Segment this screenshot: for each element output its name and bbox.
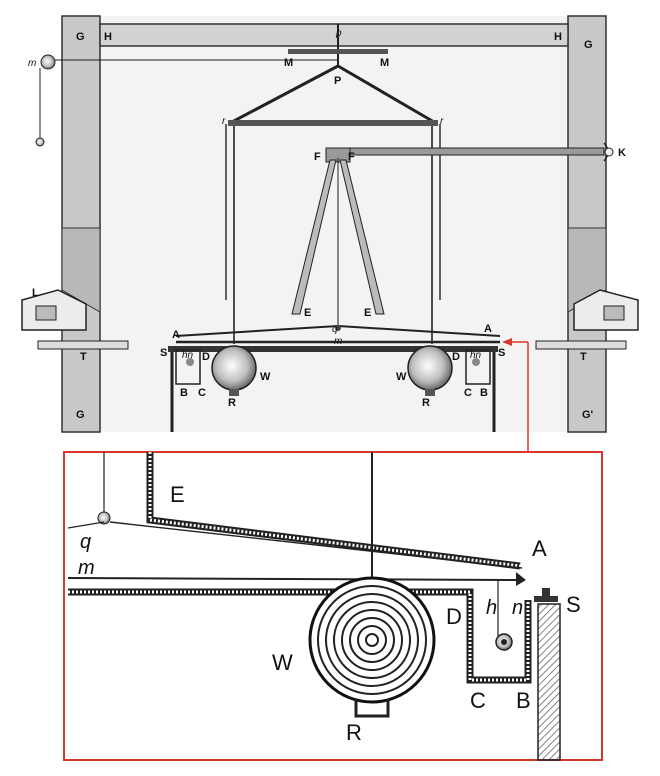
inset-label-n: n	[512, 597, 523, 619]
label-E-right: E	[364, 307, 371, 319]
label-r-left: r	[222, 116, 226, 127]
left-pillar	[61, 15, 101, 433]
label-L: L	[32, 287, 39, 299]
label-S-right: S	[498, 347, 505, 359]
label-q: q	[332, 324, 338, 335]
inset-detail: E q m A h n S D W C B R	[63, 451, 603, 761]
inset-label-h: h	[486, 597, 497, 619]
label-P: P	[334, 75, 341, 87]
label-G-tr: G	[584, 39, 593, 51]
label-A-right: A	[484, 323, 492, 335]
label-G-tl: G	[76, 31, 85, 43]
inset-label-A: A	[532, 536, 547, 561]
label-E-left: E	[304, 307, 311, 319]
callout-connector	[502, 338, 529, 452]
inset-ball-W	[308, 576, 436, 704]
top-beam	[99, 23, 569, 47]
inset-labels: E q m A h n S D W C B R	[78, 482, 581, 745]
label-A-left: A	[172, 329, 180, 341]
label-H-right: H	[554, 31, 562, 43]
label-m-beam: m	[334, 336, 342, 347]
label-F-left: F	[314, 151, 321, 163]
counterweight-m	[40, 54, 56, 70]
inset-label-B: B	[516, 688, 531, 713]
ball-W-right	[407, 345, 453, 391]
rod-to-K	[349, 147, 605, 156]
label-C-left: C	[198, 387, 206, 399]
label-S-left: S	[160, 347, 167, 359]
label-G-br: G'	[582, 409, 594, 421]
label-D-right: D	[452, 351, 460, 363]
inset-frame	[63, 451, 603, 761]
ball-W-left	[211, 345, 257, 391]
label-W-left: W	[260, 371, 271, 383]
right-pillar	[567, 15, 607, 433]
inset-label-E: E	[170, 482, 185, 507]
label-F-right: F	[348, 151, 355, 163]
inset-label-R: R	[346, 720, 362, 745]
label-T-left: T	[80, 351, 87, 363]
upper-labels: G H p H G m M M P r r F F K L E E A A q …	[28, 28, 626, 421]
inset-label-D: D	[446, 604, 462, 629]
tray-T-left	[37, 340, 129, 350]
label-r-right: r	[440, 116, 444, 127]
label-C-right: C	[464, 387, 472, 399]
inset-label-C: C	[470, 688, 486, 713]
hatched-wall	[537, 603, 561, 761]
label-R-right: R	[422, 397, 430, 409]
label-M-right: M	[380, 57, 389, 69]
label-hn-right: hn	[470, 350, 482, 361]
label-B-right: B	[480, 387, 488, 399]
label-M-left: M	[284, 57, 293, 69]
label-hn-left: hn	[182, 350, 194, 361]
label-G-bl: G	[76, 409, 85, 421]
inset-label-m: m	[78, 557, 95, 579]
label-K: K	[618, 147, 626, 159]
crossbar-rr	[228, 120, 438, 126]
label-W-right: W	[396, 371, 407, 383]
label-R-left: R	[228, 397, 236, 409]
label-B-left: B	[180, 387, 188, 399]
label-p-top: p	[335, 28, 342, 39]
label-m-ball: m	[28, 58, 36, 69]
frame-background	[62, 16, 602, 432]
bar-MM	[288, 49, 388, 54]
label-H-left: H	[104, 31, 112, 43]
upper-apparatus: G H p H G m M M P r r F F K L E E A A q …	[21, 15, 639, 433]
inset-label-S: S	[566, 592, 581, 617]
tray-T-right	[535, 340, 627, 350]
inset-label-q: q	[80, 531, 91, 553]
inset-label-W: W	[272, 650, 293, 675]
label-D-left: D	[202, 351, 210, 363]
label-T-right: T	[580, 351, 587, 363]
